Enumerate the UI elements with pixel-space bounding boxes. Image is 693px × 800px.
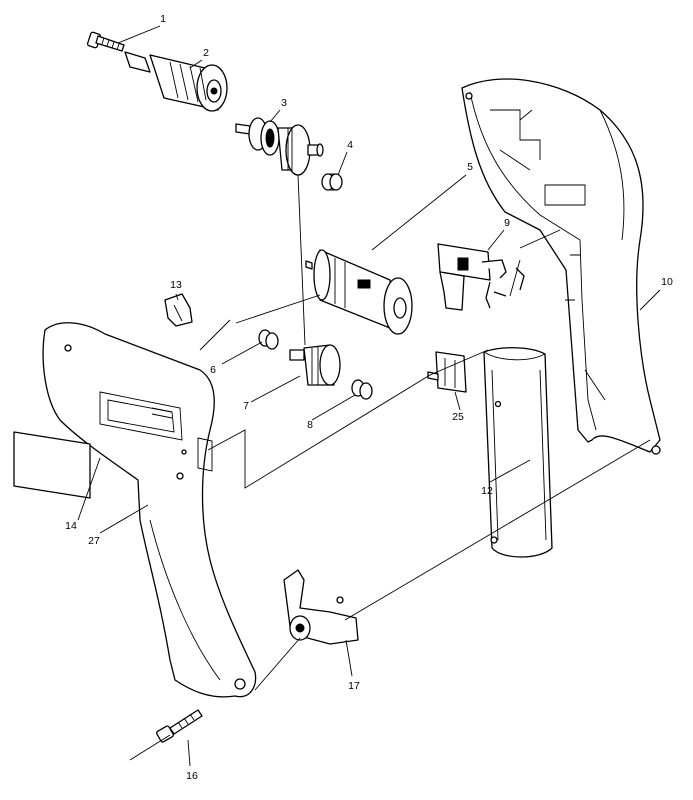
part-7-gear[interactable] [289,344,341,386]
callout-10: 10 [661,276,673,288]
part-1-screw[interactable] [86,31,125,52]
callout-labels: 1 2 3 4 5 6 7 8 9 10 12 13 14 16 17 25 2… [65,13,673,782]
part-12-battery[interactable] [483,347,553,558]
callout-14: 14 [65,520,77,532]
callout-5: 5 [467,161,473,173]
part-14-nameplate[interactable] [13,431,91,499]
callout-12: 12 [481,485,493,497]
callout-27: 27 [88,535,100,547]
callout-25: 25 [452,411,464,423]
callout-6: 6 [210,364,216,376]
callout-2: 2 [203,47,209,59]
part-2-drill-chuck[interactable] [124,51,228,112]
callout-8: 8 [307,419,313,431]
part-5-motor[interactable] [305,249,413,335]
part-17-bracket[interactable] [283,569,359,645]
callout-16: 16 [186,770,198,782]
callout-13: 13 [170,279,182,291]
callout-4: 4 [347,139,353,151]
part-13-clip[interactable] [164,293,193,327]
part-16-screw[interactable] [156,709,203,743]
part-6-bearing[interactable] [258,329,279,350]
callout-9: 9 [504,217,510,229]
callout-1: 1 [160,13,166,25]
part-9-switch[interactable] [437,243,525,311]
callout-17: 17 [348,680,360,692]
part-27-housing-left[interactable] [42,322,257,698]
part-4-bearing[interactable] [321,173,343,191]
callout-3: 3 [281,97,287,109]
part-8-bearing[interactable] [351,379,373,400]
part-25-terminal[interactable] [427,351,467,393]
callout-7: 7 [243,400,249,412]
leader-lines [77,25,661,767]
part-3-spindle-gear[interactable] [235,117,324,176]
